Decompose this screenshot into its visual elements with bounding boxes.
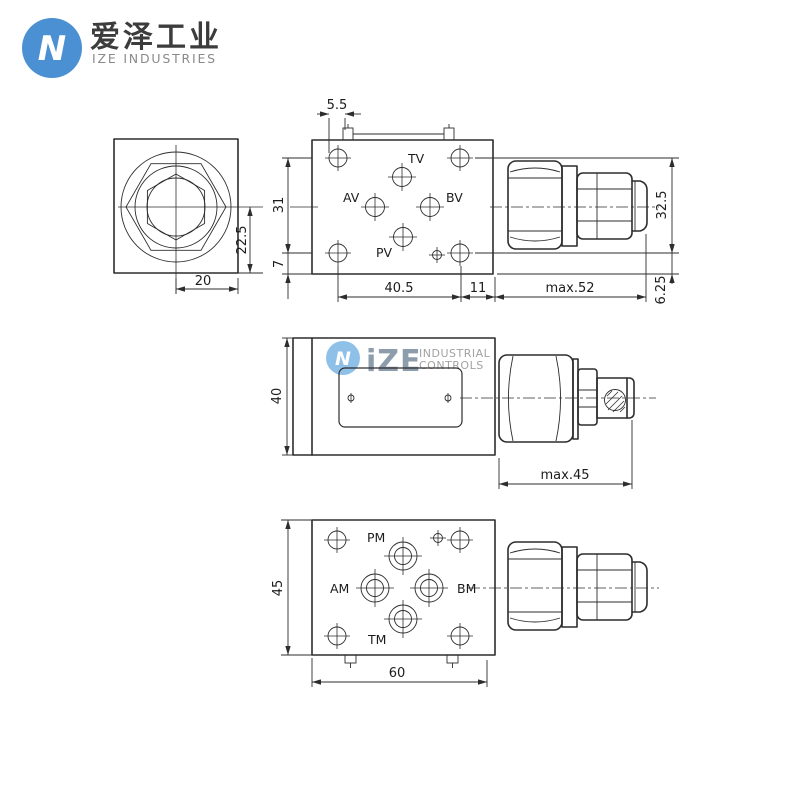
side-view-dimensions: 40 max.45	[270, 337, 633, 489]
dim-max-52: max.52	[546, 281, 595, 296]
adjustment-screw-knurl	[604, 389, 626, 411]
side-view-cartridge	[460, 354, 656, 443]
top-view-dimensions: 5.5 31 7 40.5 11 max.52 32.5	[272, 98, 679, 304]
dim-32-5: 32.5	[655, 191, 670, 220]
side-view: 40 max.45	[270, 337, 656, 489]
watermark-line1: INDUSTRIAL	[419, 347, 491, 360]
mounting-holes	[325, 145, 473, 266]
cartridge-adjuster-bottom	[576, 553, 633, 621]
brand-name-en: IZE INDUSTRIES	[92, 51, 217, 66]
bottom-pin-left	[344, 654, 357, 664]
dim-40-5: 40.5	[385, 281, 414, 296]
top-view-cartridge	[290, 160, 659, 250]
dim-31: 31	[272, 197, 287, 214]
cartridge-end-cap-bottom	[631, 561, 648, 613]
port-label-av: AV	[343, 190, 360, 205]
cartridge-adjuster	[576, 172, 633, 240]
port-label-tm: TM	[367, 632, 386, 647]
dim-40: 40	[270, 388, 285, 405]
port-label-pm: PM	[367, 530, 385, 545]
end-view-inner-hex	[146, 173, 206, 241]
watermark: N iZE INDUSTRIAL CONTROLS	[326, 341, 491, 379]
locating-pin-left	[342, 127, 354, 141]
bottom-view-ports: PM AM BM TM	[330, 530, 476, 647]
cartridge-collar-bottom	[561, 546, 578, 628]
dim-max-45: max.45	[541, 468, 590, 483]
dim-22-5: 22.5	[235, 226, 250, 255]
dim-7: 7	[272, 260, 287, 268]
bottom-view-dimensions: 45 60	[271, 519, 488, 687]
top-view: TV AV BV PV 5.5	[272, 98, 679, 304]
watermark-logo-letter: N	[335, 348, 351, 370]
dim-6-25: 6.25	[654, 276, 669, 305]
cartridge-hex-body	[507, 160, 563, 250]
cartridge-locknut-side	[577, 368, 598, 426]
port-label-tv: TV	[407, 151, 425, 166]
port-label-bv: BV	[446, 190, 463, 205]
brand-name-cn: 爱泽工业	[90, 20, 222, 55]
port-label-pv: PV	[376, 245, 393, 260]
top-view-body	[311, 139, 494, 275]
brand-logo-icon	[22, 18, 82, 78]
cartridge-end-cap	[631, 180, 648, 232]
dim-5-5: 5.5	[327, 98, 348, 113]
cartridge-hex-body-bottom	[507, 541, 563, 631]
nameplate	[338, 367, 463, 428]
end-view: 22.5 20	[113, 138, 263, 294]
watermark-word: iZE	[366, 344, 422, 379]
dim-60: 60	[389, 666, 406, 681]
dim-45: 45	[271, 580, 286, 597]
dim-11: 11	[470, 281, 487, 296]
watermark-line2: CONTROLS	[419, 359, 484, 372]
port-label-bm: BM	[457, 581, 476, 596]
dim-20: 20	[195, 274, 212, 289]
top-view-ports: TV AV BV PV	[343, 151, 463, 260]
cartridge-hex-body-side	[498, 354, 574, 443]
side-view-body	[292, 337, 496, 456]
cartridge-collar	[561, 165, 578, 247]
bottom-view-cartridge	[468, 541, 659, 631]
bottom-pin-right	[446, 654, 459, 664]
brand-header: N 爱泽工业 IZE INDUSTRIES	[22, 18, 222, 78]
end-view-bore-circle	[146, 177, 206, 237]
brand-logo-letter: N	[38, 29, 66, 69]
port-label-am: AM	[330, 581, 349, 596]
locating-pin-right	[443, 127, 455, 141]
bottom-view: PM AM BM TM 45	[271, 519, 659, 687]
bottom-view-body	[311, 519, 496, 656]
end-view-outer-circle	[120, 151, 232, 263]
end-view-hex-nut	[125, 163, 227, 251]
watermark-logo-icon	[326, 341, 360, 375]
bottom-mounting-holes	[324, 527, 473, 649]
